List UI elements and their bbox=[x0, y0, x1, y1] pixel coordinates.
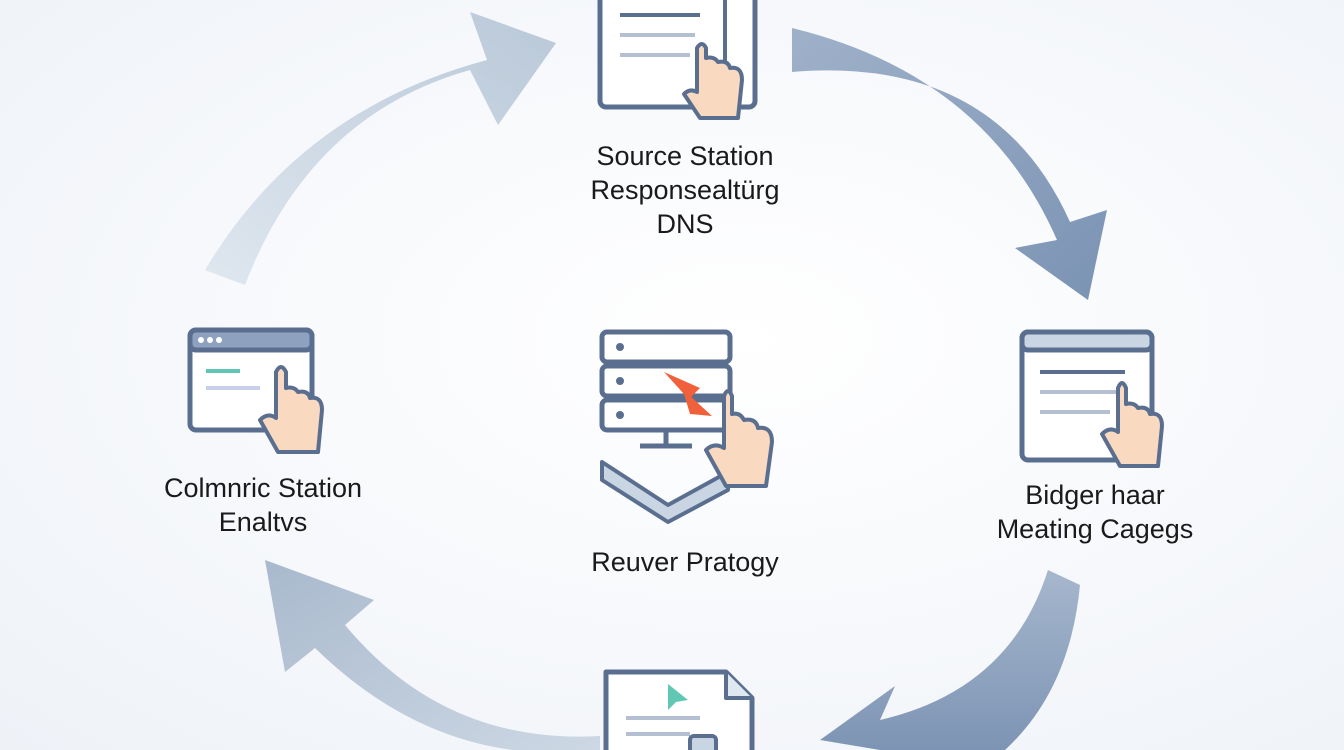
node-label-line: Colmnric Station bbox=[163, 473, 363, 503]
file-with-cursor-icon bbox=[603, 669, 755, 750]
server-stack-with-cursor-hand-icon bbox=[599, 329, 774, 524]
node-label-line: Source Station bbox=[596, 141, 774, 171]
node-label-line: Reuver Pratogy bbox=[591, 547, 779, 577]
arrow-top-right bbox=[792, 28, 1107, 300]
browser-window-with-hand-icon bbox=[187, 327, 324, 454]
arrow-bottom-right bbox=[820, 570, 1080, 750]
node-label-top: Source Station Responsealtürg DNS bbox=[540, 139, 830, 241]
document-with-hand-icon bbox=[1019, 329, 1164, 468]
arrow-top-left bbox=[205, 12, 556, 285]
node-label-left: Colmnric Station Enaltvs bbox=[118, 471, 408, 539]
node-label-line: Bidger haar bbox=[1025, 480, 1165, 510]
document-with-hand-icon bbox=[597, 0, 758, 120]
arrow-bottom-left bbox=[265, 560, 600, 750]
node-label-line: Responsealtürg bbox=[590, 175, 780, 205]
node-label-line: Enaltvs bbox=[218, 507, 308, 537]
node-label-right: Bidger haar Meating Cagegs bbox=[960, 478, 1230, 546]
node-label-line: Meating Cagegs bbox=[996, 514, 1194, 544]
node-label-center: Reuver Pratogy bbox=[540, 545, 830, 579]
node-label-line: DNS bbox=[656, 209, 714, 239]
